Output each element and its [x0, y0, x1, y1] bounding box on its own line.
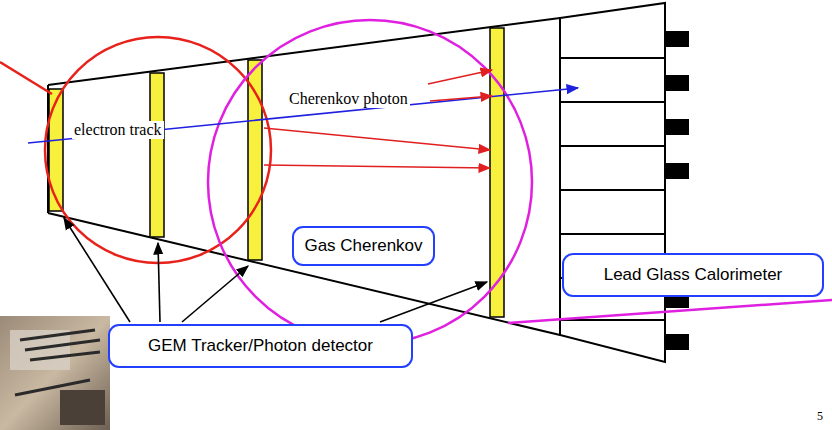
- pointer-arrows: [64, 218, 487, 322]
- particle-tracks: [28, 70, 578, 168]
- box-label: Lead Glass Calorimeter: [604, 265, 783, 285]
- label-box: Lead Glass Calorimeter: [562, 253, 824, 297]
- highlight-circles: [0, 20, 832, 344]
- part-label: electron track: [72, 121, 164, 139]
- box-label: GEM Tracker/Photon detector: [148, 336, 373, 356]
- gem-planes: [49, 28, 504, 317]
- page-number: 5: [815, 410, 825, 423]
- label-box: GEM Tracker/Photon detector: [108, 324, 413, 368]
- calorimeter-blocks: [560, 3, 665, 362]
- box-label: Gas Cherenkov: [304, 236, 422, 256]
- label-box: Gas Cherenkov: [292, 226, 435, 266]
- photo-inset: [0, 316, 110, 430]
- photomultiplier-tubes: [665, 31, 689, 350]
- part-label: Cherenkov photon: [287, 90, 410, 108]
